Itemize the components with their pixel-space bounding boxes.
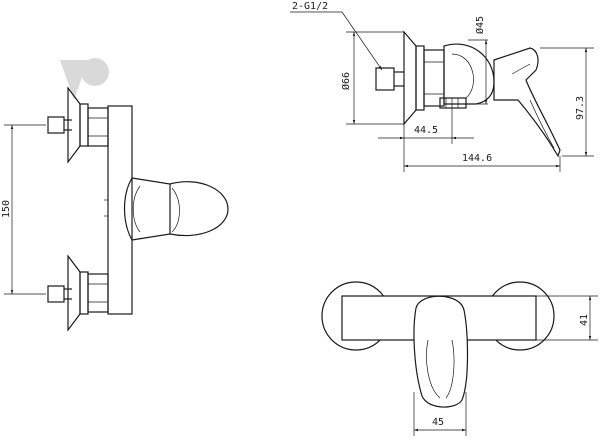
lower-inlet [47,254,109,332]
dim-45-label: 45 [432,417,444,428]
outlet-connector [439,97,467,109]
mixer-body [104,105,229,315]
inlet-fitting [375,67,395,91]
dim-d45-label: Ø45 [474,16,486,34]
dimension-inlet-offset: 44.5 [378,108,474,172]
thread-callout-label: 2-G1/2 [292,1,328,12]
dim-144-6-label: 144.6 [462,153,492,164]
dim-150-label: 150 [1,200,12,218]
dim-d66-label: Ø66 [340,72,352,90]
front-view: 150 [1,58,229,332]
dim-44-5-label: 44.5 [414,125,438,136]
thread-callout: 2-G1/2 [290,1,383,71]
top-lever [413,295,469,408]
dimension-outlet-diameter: Ø45 [468,16,488,105]
flange [403,30,417,126]
dimension-handle-width: 45 [413,392,467,436]
dimension-height: 97.3 [540,47,594,157]
side-view: 2-G1/2 Ø45 [290,1,594,172]
side-lever [493,47,561,158]
top-view: 41 45 [321,281,598,436]
dim-41-label: 41 [579,314,590,326]
upper-inlet [47,86,109,164]
dimension-flange-diameter: Ø66 [340,31,404,125]
dimension-body-depth: 41 [536,295,598,341]
watermark-icon [60,58,109,100]
dimension-inlet-spacing: 150 [1,124,46,295]
dimension-total-length: 144.6 [404,153,561,172]
dim-97-3-label: 97.3 [575,96,586,120]
